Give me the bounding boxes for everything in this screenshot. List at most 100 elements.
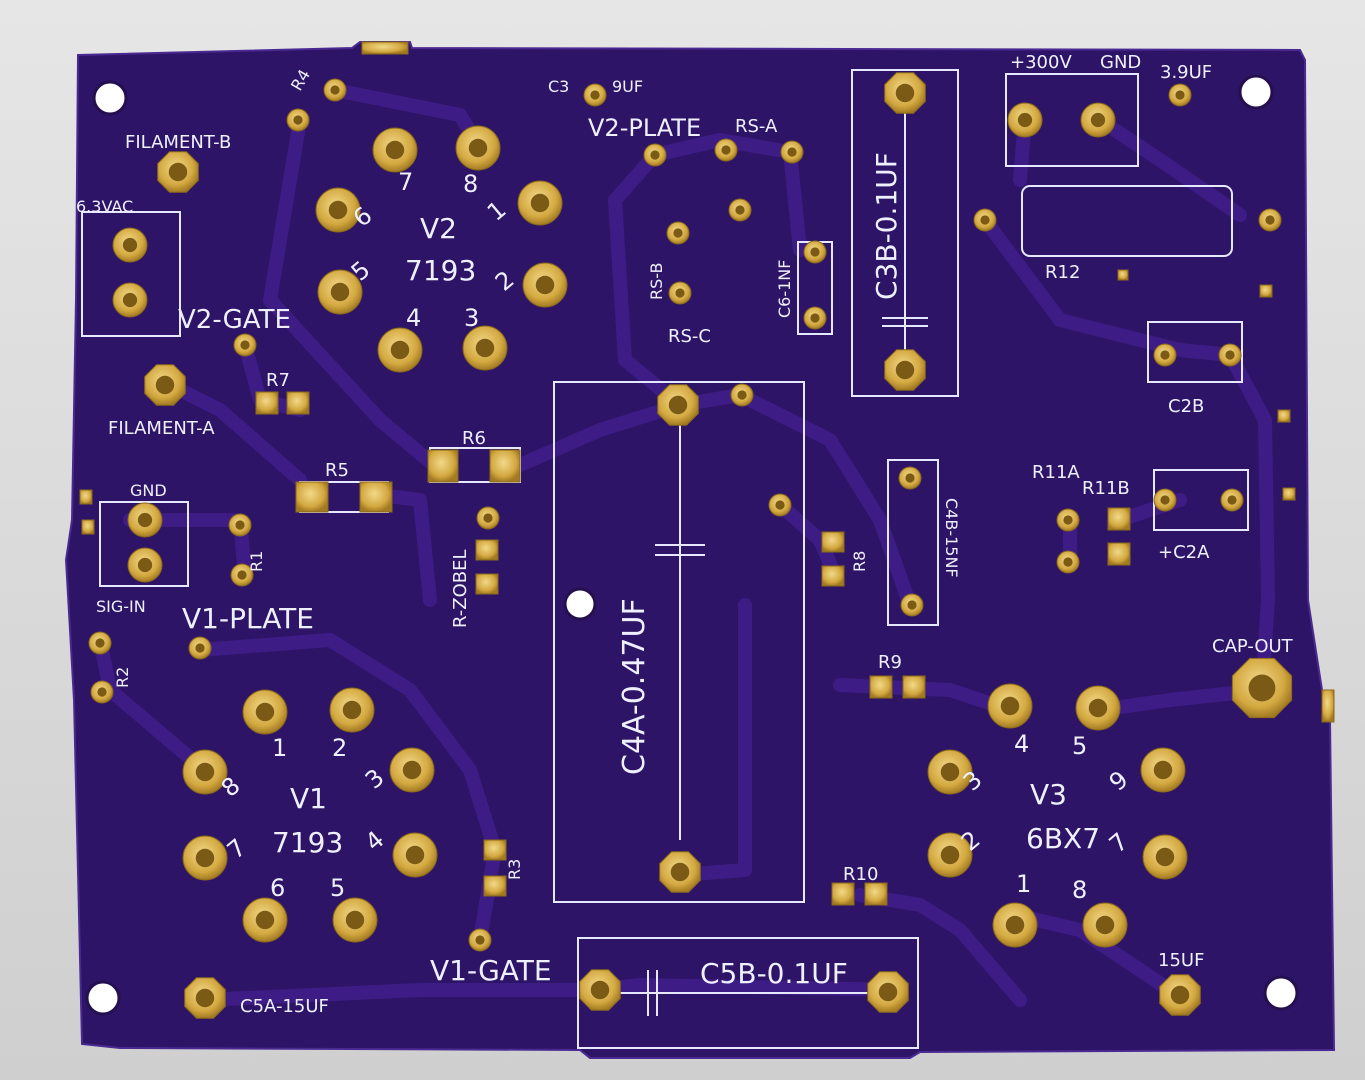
label-r9: R9 xyxy=(878,652,902,673)
label-c5b: C5B-0.1UF xyxy=(700,957,848,990)
label-gnd-hv: GND xyxy=(1100,52,1141,73)
v1-gate-pad xyxy=(468,928,492,952)
r6-pad-a xyxy=(427,449,459,483)
c4b-outline xyxy=(887,459,939,626)
trace-13 xyxy=(673,598,752,882)
v1-plate-pad xyxy=(188,636,212,660)
label-v2-plate: V2-PLATE xyxy=(588,114,701,142)
trace-17 xyxy=(978,213,1237,362)
v3-pin-pad-4 xyxy=(987,683,1033,729)
r1-pad-b xyxy=(230,563,254,587)
label-r11b: R11B xyxy=(1082,478,1130,499)
label-r8: R8 xyxy=(850,551,869,572)
edge-pad-b xyxy=(81,519,95,535)
v1-pin-pad-8 xyxy=(182,749,228,795)
v2-pin-pad-8 xyxy=(315,187,361,233)
r2-pad-a xyxy=(88,631,112,655)
c6-pad-a xyxy=(803,240,827,264)
label-v3-type: 6BX7 xyxy=(1026,822,1100,855)
c6-pad-b xyxy=(803,306,827,330)
label-c4a: C4A-0.47UF xyxy=(617,598,652,775)
label-c39uf: 3.9UF xyxy=(1160,62,1212,83)
c39uf-pad xyxy=(1168,83,1192,107)
label-plus300v: +300V xyxy=(1010,52,1072,73)
label-v1-plate: V1-PLATE xyxy=(182,602,314,635)
v3-pin-pad-7 xyxy=(1142,834,1188,880)
c2b-outline xyxy=(1147,321,1243,383)
c2a-pad-b xyxy=(1220,488,1244,512)
v2-pin-label-5: 3 xyxy=(464,304,479,332)
label-filament-a: FILAMENT-A xyxy=(108,418,215,439)
c5a-pad xyxy=(184,977,226,1019)
label-v1: V1 xyxy=(290,782,327,815)
filament-term-b xyxy=(112,282,148,318)
c4a-pad-bottom xyxy=(659,851,701,893)
v2-pin-label-2: 8 xyxy=(463,170,478,198)
rs-a-pad-b xyxy=(780,140,804,164)
c4a-outline xyxy=(553,381,805,903)
label-c6: C6-1NF xyxy=(775,260,794,318)
label-r10: R10 xyxy=(843,864,878,885)
r1-pad-a xyxy=(228,513,252,537)
label-r12: R12 xyxy=(1045,262,1080,283)
v3-pin-label-1: 1 xyxy=(1016,870,1031,898)
v2-pin-label-1: 7 xyxy=(398,168,413,196)
via-pad-a xyxy=(1259,284,1273,298)
label-v1-type: 7193 xyxy=(272,826,343,859)
label-c3b: C3B-0.1UF xyxy=(870,152,903,300)
label-v2-type: 7193 xyxy=(405,254,476,287)
v2-pin-pad-6 xyxy=(377,327,423,373)
c3b-outline xyxy=(851,69,959,397)
connector-tab-right xyxy=(1321,689,1335,723)
v1-pin-label-1: 1 xyxy=(272,734,287,762)
rs-c-pad-b xyxy=(730,383,754,407)
trace-15 xyxy=(853,888,1027,1007)
c4b-pad-a xyxy=(898,466,922,490)
r12-pad-b xyxy=(1258,208,1282,232)
trace-18 xyxy=(1223,348,1275,697)
r-zobel-pad-b xyxy=(475,573,499,595)
v3-pin-pad-1 xyxy=(992,902,1038,948)
c3b-pad-bottom xyxy=(884,349,926,391)
edge-pad-a xyxy=(79,489,93,505)
label-v2-gate: V2-GATE xyxy=(178,305,291,335)
hv-terminal-outline xyxy=(1005,73,1139,167)
mount-hole-br xyxy=(1263,975,1299,1011)
label-rs-b: RS-B xyxy=(647,263,666,300)
c4a-pad-top xyxy=(657,384,699,426)
v1-pin-pad-3 xyxy=(389,747,435,793)
label-r7: R7 xyxy=(266,370,290,391)
label-r11a: R11A xyxy=(1032,462,1080,483)
v3-pin-label-5: 5 xyxy=(1072,732,1087,760)
v2-pin-pad-7 xyxy=(317,269,363,315)
v2-pin-pad-2 xyxy=(455,125,501,171)
c4b-pad-b xyxy=(900,593,924,617)
filament-term-a xyxy=(112,227,148,263)
label-filament-b: FILAMENT-B xyxy=(125,132,231,153)
label-r-zobel: R-ZOBEL xyxy=(450,549,471,628)
c3-pad xyxy=(583,83,607,107)
c5b-pad-left xyxy=(579,969,621,1011)
v3-pin-label-4: 4 xyxy=(1014,730,1029,758)
r11b-pad-b xyxy=(1107,542,1131,566)
label-c2a: +C2A xyxy=(1158,542,1210,563)
smd-pads xyxy=(79,41,1335,906)
rs-c-pad-a xyxy=(728,198,752,222)
label-v63ac: 6.3VAC xyxy=(76,197,133,216)
r4-pad-b xyxy=(323,78,347,102)
mount-hole-tr xyxy=(1238,74,1274,110)
r8-pad-a xyxy=(821,531,845,553)
label-cap-out: CAP-OUT xyxy=(1212,636,1294,657)
label-r3: R3 xyxy=(505,859,524,880)
trace-19 xyxy=(1093,683,1269,717)
trace-0 xyxy=(263,113,447,477)
silkscreen-labels: FILAMENT-BFILAMENT-A6.3VACV2-GATEV27193R… xyxy=(76,52,1294,1017)
r-zobel-via xyxy=(476,506,500,530)
label-c2b: C2B xyxy=(1168,396,1204,417)
v3-pin-pad-6 xyxy=(1140,747,1186,793)
sig-term-a xyxy=(127,502,163,538)
v2-pin-pad-4 xyxy=(522,262,568,308)
r9-pad-b xyxy=(902,675,926,699)
c5b-pad-right xyxy=(867,971,909,1013)
label-v3: V3 xyxy=(1030,778,1067,811)
